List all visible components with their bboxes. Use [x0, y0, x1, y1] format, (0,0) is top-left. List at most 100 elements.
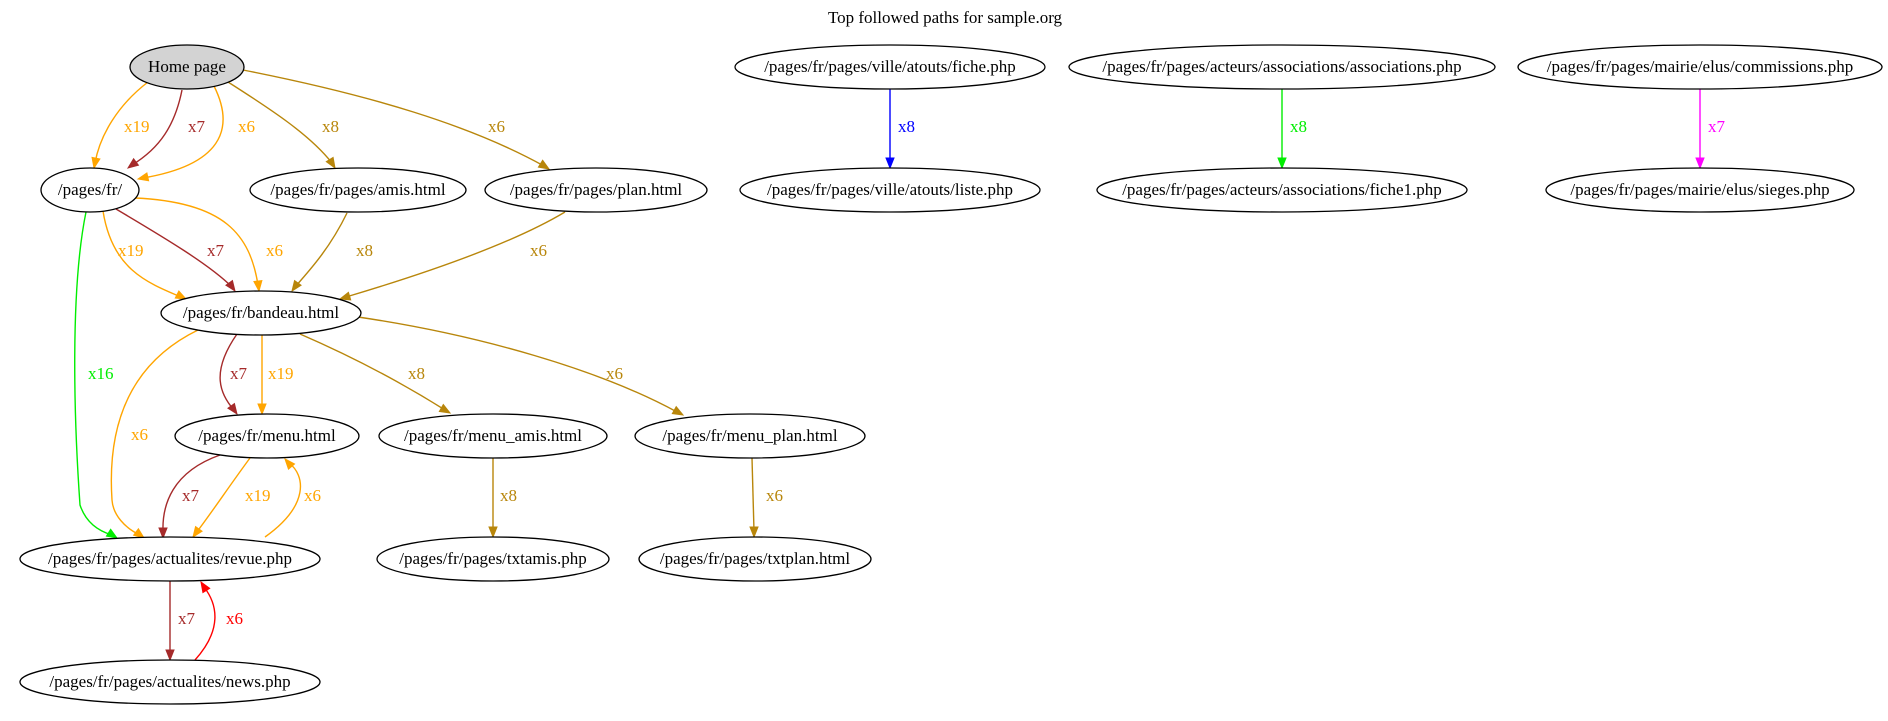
edge-arrowhead [158, 527, 168, 540]
node-revue[interactable]: /pages/fr/pages/actualites/revue.php [19, 536, 321, 582]
diagram-title: Top followed paths for sample.org [828, 8, 1063, 27]
node-fiche[interactable]: /pages/fr/pages/ville/atouts/fiche.php [734, 44, 1046, 90]
edge-bandeau-menu-7: x7 [219, 333, 248, 416]
node-home[interactable]: Home page [129, 44, 245, 90]
node-label: /pages/fr/menu_plan.html [662, 426, 837, 445]
edge-line [142, 85, 224, 179]
edge-arrowhead [225, 279, 236, 293]
edge-label: x19 [118, 241, 144, 260]
node-ellipse[interactable] [19, 659, 321, 705]
edge-fr-bandeau-19: x19 [102, 210, 188, 300]
edge-line [194, 586, 216, 661]
node-label: /pages/fr/pages/actualites/news.php [49, 672, 290, 691]
node-txtplan[interactable]: /pages/fr/pages/txtplan.html [638, 536, 872, 582]
edge-arrowhead [284, 457, 296, 471]
node-ellipse[interactable] [1517, 44, 1883, 90]
node-ellipse[interactable] [638, 536, 872, 582]
node-fr[interactable]: /pages/fr/ [40, 167, 140, 213]
node-ellipse[interactable] [174, 413, 360, 459]
node-fiche1[interactable]: /pages/fr/pages/acteurs/associations/fic… [1096, 167, 1468, 213]
node-liste[interactable]: /pages/fr/pages/ville/atouts/liste.php [739, 167, 1041, 213]
edge-commissions-sieges: x7 [1695, 89, 1726, 170]
edge-arrowhead [105, 528, 119, 539]
node-amis[interactable]: /pages/fr/pages/amis.html [249, 167, 467, 213]
edge-arrowhead [200, 580, 211, 594]
node-ellipse[interactable] [1068, 44, 1496, 90]
edge-line [195, 457, 251, 534]
node-ellipse[interactable] [378, 413, 608, 459]
node-news[interactable]: /pages/fr/pages/actualites/news.php [19, 659, 321, 705]
edge-line [345, 211, 566, 298]
node-txtamis[interactable]: /pages/fr/pages/txtamis.php [376, 536, 610, 582]
edge-line [115, 208, 233, 288]
edge-fiche-liste: x8 [885, 89, 915, 170]
node-menu_plan[interactable]: /pages/fr/menu_plan.html [634, 413, 866, 459]
edge-label: x19 [245, 486, 271, 505]
node-ellipse[interactable] [40, 167, 140, 213]
node-ellipse[interactable] [249, 167, 467, 213]
edge-bandeau-revue: x6 [110, 329, 199, 539]
edge-arrowhead [325, 156, 336, 170]
node-label: /pages/fr/pages/ville/atouts/fiche.php [764, 57, 1016, 76]
node-ellipse[interactable] [376, 536, 610, 582]
edge-arrowhead [537, 159, 551, 170]
node-label: /pages/fr/pages/acteurs/associations/fic… [1122, 180, 1442, 199]
node-sieges[interactable]: /pages/fr/pages/mairie/elus/sieges.php [1545, 167, 1855, 213]
edge-label: x7 [178, 609, 196, 628]
node-ellipse[interactable] [19, 536, 321, 582]
edge-amis-bandeau: x8 [291, 212, 373, 293]
edge-assoc-fiche1: x8 [1277, 89, 1307, 170]
edge-line [227, 81, 333, 164]
node-assoc[interactable]: /pages/fr/pages/acteurs/associations/ass… [1068, 44, 1496, 90]
edge-home-plan: x6 [242, 69, 551, 170]
edge-label: x6 [488, 117, 505, 136]
node-ellipse[interactable] [129, 44, 245, 90]
edge-revue-menu-6: x6 [264, 457, 321, 538]
node-label: Home page [148, 57, 226, 76]
node-ellipse[interactable] [1096, 167, 1468, 213]
node-ellipse[interactable] [1545, 167, 1855, 213]
edge-line [357, 316, 678, 413]
node-label: /pages/fr/pages/plan.html [510, 180, 683, 199]
edge-arrowhead [488, 526, 498, 539]
node-bandeau[interactable]: /pages/fr/bandeau.html [160, 290, 362, 336]
edge-line [134, 197, 259, 286]
edge-menu_plan-txtplan: x6 [749, 457, 783, 539]
node-menu_amis[interactable]: /pages/fr/menu_amis.html [378, 413, 608, 459]
edge-label: x19 [124, 117, 150, 136]
edge-bandeau-menu-19: x19 [257, 335, 294, 416]
node-label: /pages/fr/pages/amis.html [270, 180, 445, 199]
edge-line [131, 89, 183, 166]
edge-line [242, 69, 545, 167]
node-commissions[interactable]: /pages/fr/pages/mairie/elus/commissions.… [1517, 44, 1883, 90]
edge-arrowhead [91, 156, 101, 170]
edge-label: x6 [226, 609, 243, 628]
edge-home-fr-19: x19 [91, 81, 150, 170]
edge-menu_amis-txtamis: x8 [488, 458, 517, 539]
edge-line [162, 454, 221, 533]
edge-menu-revue-7: x7 [158, 454, 221, 540]
node-plan[interactable]: /pages/fr/pages/plan.html [484, 167, 708, 213]
edge-arrowhead [136, 172, 150, 182]
edge-arrowhead [174, 290, 188, 300]
edge-label: x8 [322, 117, 339, 136]
node-ellipse[interactable] [484, 167, 708, 213]
node-ellipse[interactable] [739, 167, 1041, 213]
node-ellipse[interactable] [634, 413, 866, 459]
node-label: /pages/fr/pages/ville/atouts/liste.php [767, 180, 1013, 199]
edge-arrowhead [132, 527, 146, 539]
node-label: /pages/fr/ [58, 180, 122, 199]
node-ellipse[interactable] [734, 44, 1046, 90]
edge-line [110, 329, 199, 536]
edge-label: x6 [304, 486, 321, 505]
edge-label: x8 [1290, 117, 1307, 136]
edge-label: x8 [500, 486, 517, 505]
edge-arrowhead [257, 403, 267, 416]
node-ellipse[interactable] [160, 290, 362, 336]
node-menu[interactable]: /pages/fr/menu.html [174, 413, 360, 459]
edge-label: x7 [207, 241, 225, 260]
edge-arrowhead [227, 402, 238, 416]
edge-arrowhead [438, 403, 452, 414]
